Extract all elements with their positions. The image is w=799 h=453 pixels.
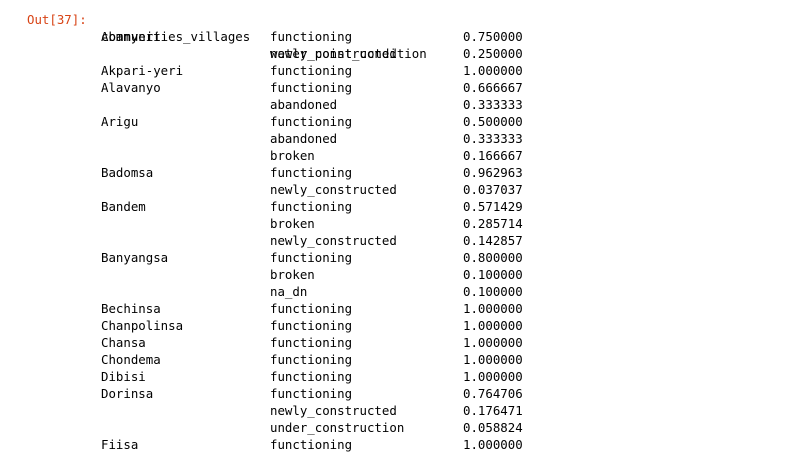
condition-label: newly_constructed [270,46,397,61]
proportion-value: 0.100000 [463,267,523,282]
condition-label: broken [270,216,315,231]
index-name-communities-villages: communities_villages [101,29,251,44]
condition-label: abandoned [270,97,338,112]
series-row: Bechinsa functioning 1.000000 [101,300,761,317]
village-label: Badomsa [101,165,154,180]
index-name-water-point-condition: water_point_condition [270,46,427,61]
proportion-value: 1.000000 [463,318,523,333]
village-label: Chanpolinsa [101,318,184,333]
condition-label: newly_constructed [270,182,397,197]
series-row: Arigu functioning 0.500000 [101,113,761,130]
condition-label: broken [270,267,315,282]
proportion-value: 1.000000 [463,335,523,350]
series-row: Fiisa functioning 1.000000 [101,436,761,453]
series-row: Dorinsa functioning 0.764706 [101,385,761,402]
series-row: Chansa functioning 1.000000 [101,334,761,351]
condition-label: functioning [270,369,353,384]
proportion-value: 0.750000 [463,29,523,44]
series-row: Dibisi functioning 1.000000 [101,368,761,385]
proportion-value: 0.058824 [463,420,523,435]
cell-output: communities_villages water_point_conditi… [101,11,761,453]
series-row: Akpari-yeri functioning 1.000000 [101,62,761,79]
condition-label: functioning [270,29,353,44]
proportion-value: 0.176471 [463,403,523,418]
series-row: Chanpolinsa functioning 1.000000 [101,317,761,334]
village-label: Alavanyo [101,80,161,95]
series-row: Chondema functioning 1.000000 [101,351,761,368]
series-row: abandoned 0.333333 [101,96,761,113]
proportion-value: 0.571429 [463,199,523,214]
condition-label: functioning [270,335,353,350]
village-label: Chondema [101,352,161,367]
proportion-value: 0.142857 [463,233,523,248]
condition-label: functioning [270,437,353,452]
condition-label: functioning [270,199,353,214]
proportion-value: 1.000000 [463,63,523,78]
proportion-value: 1.000000 [463,437,523,452]
proportion-value: 0.100000 [463,284,523,299]
proportion-value: 0.962963 [463,165,523,180]
condition-label: functioning [270,301,353,316]
village-label: Akpari-yeri [101,63,184,78]
proportion-value: 1.000000 [463,352,523,367]
condition-label: functioning [270,318,353,333]
proportion-value: 0.285714 [463,216,523,231]
series-row: newly_constructed 0.037037 [101,181,761,198]
series-row: Abanyeri functioning 0.750000 [101,28,761,45]
series-row: under_construction 0.058824 [101,419,761,436]
proportion-value: 0.037037 [463,182,523,197]
village-label: Bechinsa [101,301,161,316]
village-label: Dibisi [101,369,146,384]
condition-label: functioning [270,352,353,367]
condition-label: functioning [270,250,353,265]
condition-label: functioning [270,63,353,78]
condition-label: functioning [270,114,353,129]
village-label: Chansa [101,335,146,350]
proportion-value: 0.333333 [463,131,523,146]
condition-label: broken [270,148,315,163]
series-row: newly_constructed 0.176471 [101,402,761,419]
condition-label: abandoned [270,131,338,146]
proportion-value: 1.000000 [463,301,523,316]
series-row: na_dn 0.100000 [101,283,761,300]
village-label: Banyangsa [101,250,169,265]
condition-label: newly_constructed [270,403,397,418]
village-label: Abanyeri [101,29,161,44]
condition-label: newly_constructed [270,233,397,248]
series-row: Alavanyo functioning 0.666667 [101,79,761,96]
series-row: Badomsa functioning 0.962963 [101,164,761,181]
village-label: Dorinsa [101,386,154,401]
village-label: Bandem [101,199,146,214]
series-row: abandoned 0.333333 [101,130,761,147]
proportion-value: 0.764706 [463,386,523,401]
proportion-value: 0.250000 [463,46,523,61]
series-row: newly_constructed 0.250000 [101,45,761,62]
village-label: Arigu [101,114,139,129]
village-label: Fiisa [101,437,139,452]
output-prompt: Out[37]: [27,12,87,27]
series-row: broken 0.100000 [101,266,761,283]
proportion-value: 0.166667 [463,148,523,163]
series-row: broken 0.285714 [101,215,761,232]
index-header-row: communities_villages water_point_conditi… [101,11,761,61]
proportion-value: 0.500000 [463,114,523,129]
series-row: Banyangsa functioning 0.800000 [101,249,761,266]
proportion-value: 0.666667 [463,80,523,95]
condition-label: under_construction [270,420,405,435]
condition-label: functioning [270,165,353,180]
series-row: newly_constructed 0.142857 [101,232,761,249]
proportion-value: 1.000000 [463,369,523,384]
condition-label: functioning [270,386,353,401]
condition-label: functioning [270,80,353,95]
series-row: broken 0.166667 [101,147,761,164]
series-row: Bandem functioning 0.571429 [101,198,761,215]
condition-label: na_dn [270,284,308,299]
proportion-value: 0.800000 [463,250,523,265]
proportion-value: 0.333333 [463,97,523,112]
